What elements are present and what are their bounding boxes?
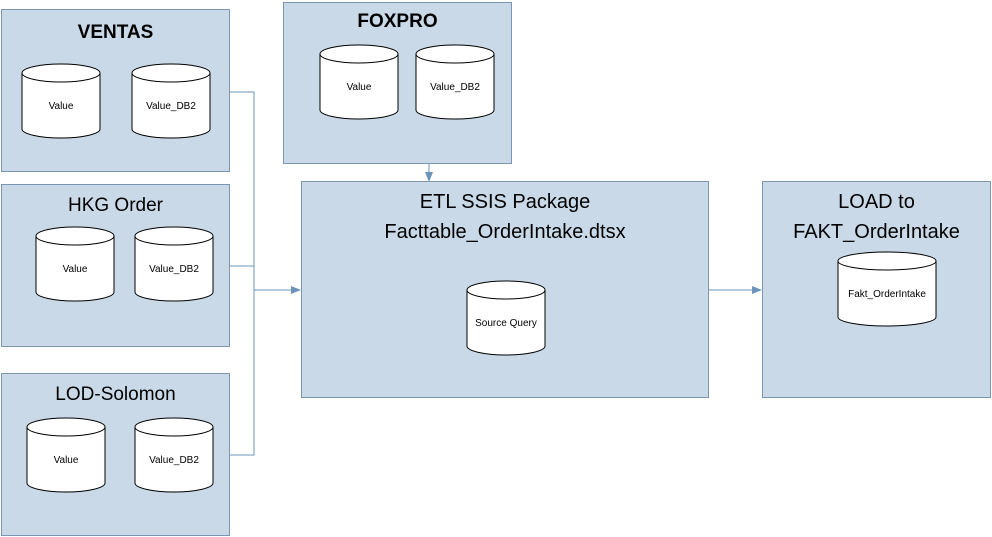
database-label: Value_DB2: [149, 264, 199, 275]
database-icon: [21, 63, 101, 139]
etl-title-line2: Facttable_OrderIntake.dtsx: [384, 221, 626, 243]
source-title-ventas: VENTAS: [77, 22, 154, 43]
database-cylinder: Value: [26, 417, 106, 493]
database-cylinder: Value_DB2: [134, 226, 214, 302]
database-label: Value_DB2: [149, 455, 199, 466]
database-label: Value: [48, 101, 74, 112]
source-box-foxpro: FOXPRO Value Value_DB2: [283, 2, 512, 164]
database-icon: [319, 44, 399, 120]
database-label: Value_DB2: [430, 82, 480, 93]
database-icon: [26, 417, 106, 493]
database-label: Source Query: [475, 318, 537, 329]
etl-package-box: ETL SSIS Package Facttable_OrderIntake.d…: [301, 181, 709, 398]
connector-ventas: [230, 91, 255, 290]
database-cylinder: Value: [21, 63, 101, 139]
database-icon: [134, 226, 214, 302]
database-label: Value: [346, 82, 372, 93]
source-title-hkg-order: HKG Order: [67, 195, 164, 216]
database-cylinder: Value: [319, 44, 399, 120]
database-cylinder: Value_DB2: [131, 63, 211, 139]
database-label: Value_DB2: [146, 101, 196, 112]
database-cylinder: Value: [35, 226, 115, 302]
source-title-lod-solomon: LOD-Solomon: [55, 384, 176, 405]
database-label: Fakt_OrderIntake: [848, 289, 926, 300]
database-icon: [131, 63, 211, 139]
source-box-ventas: VENTAS Value Value_DB2: [1, 9, 230, 172]
database-cylinder: Source Query: [466, 280, 546, 356]
source-box-hkg-order: HKG Order Value Value_DB2: [1, 184, 230, 347]
source-title-foxpro: FOXPRO: [357, 11, 438, 32]
database-icon: [134, 417, 214, 493]
database-label: Value: [62, 264, 88, 275]
load-title-line2: FAKT_OrderIntake: [793, 221, 960, 243]
database-cylinder: Value_DB2: [415, 44, 495, 120]
database-cylinder: Fakt_OrderIntake: [837, 251, 937, 327]
database-icon: [466, 280, 546, 356]
source-box-lod-solomon: LOD-Solomon Value Value_DB2: [1, 373, 230, 536]
load-title-line1: LOAD to: [838, 191, 915, 213]
etl-title-line1: ETL SSIS Package: [419, 191, 591, 213]
etl-package-title: ETL SSIS Package Facttable_OrderIntake.d…: [302, 187, 708, 247]
database-icon: [35, 226, 115, 302]
load-target-box: LOAD to FAKT_OrderIntake Fakt_OrderIntak…: [762, 181, 991, 398]
database-label: Value: [53, 455, 79, 466]
database-icon: [837, 251, 937, 327]
database-icon: [415, 44, 495, 120]
connector-lod-solomon: [230, 290, 255, 456]
load-title: LOAD to FAKT_OrderIntake: [763, 187, 990, 247]
database-cylinder: Value_DB2: [134, 417, 214, 493]
